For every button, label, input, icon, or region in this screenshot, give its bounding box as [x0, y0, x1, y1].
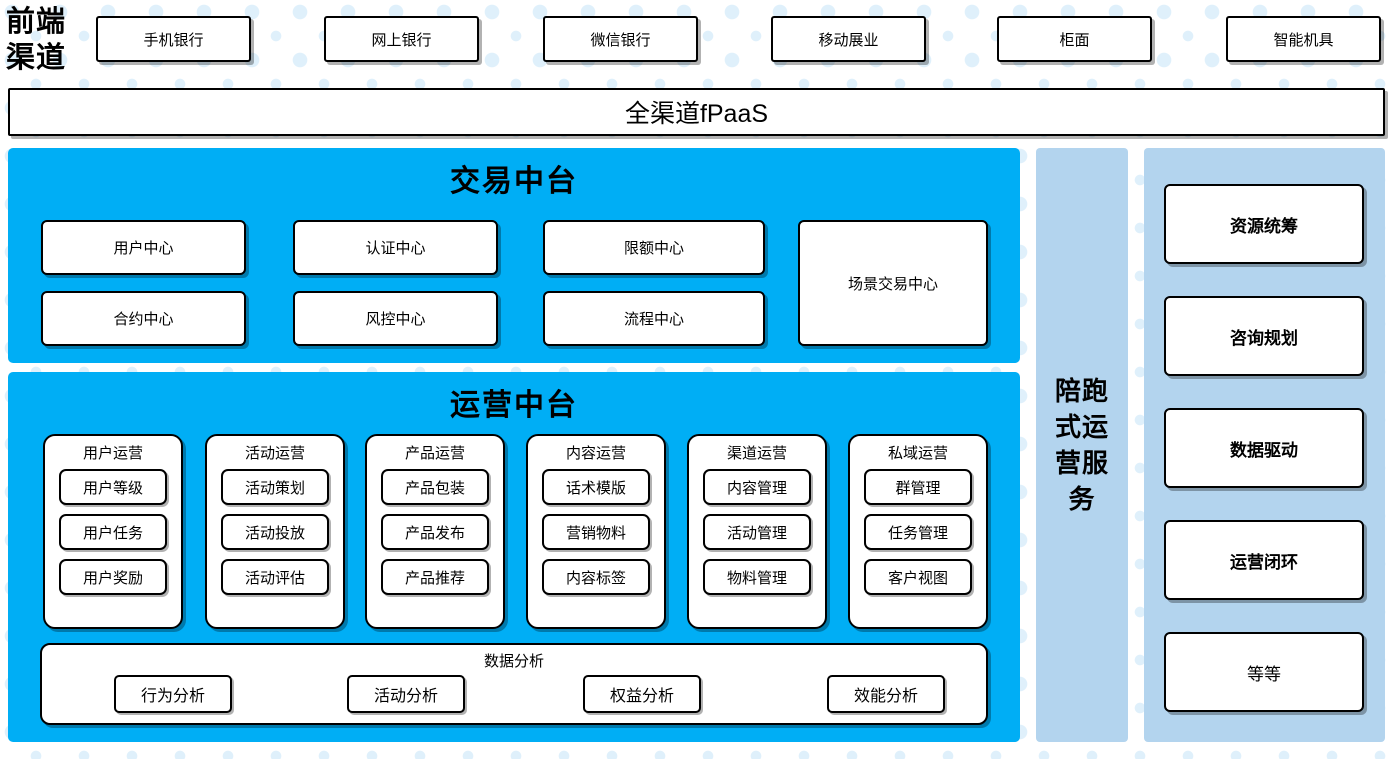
ops-item[interactable]: 用户奖励 — [59, 559, 167, 595]
data-analysis-item-behavior[interactable]: 行为分析 — [114, 675, 232, 713]
ops-item[interactable]: 活动策划 — [221, 469, 329, 505]
ops-item[interactable]: 群管理 — [864, 469, 972, 505]
data-analysis-panel: 数据分析 行为分析 活动分析 权益分析 效能分析 — [40, 643, 988, 725]
ops-item[interactable]: 活动评估 — [221, 559, 329, 595]
ops-group-title: 私域运营 — [887, 445, 948, 462]
trade-box-contract-center[interactable]: 合约中心 — [41, 291, 246, 346]
ops-item[interactable]: 物料管理 — [703, 559, 811, 595]
service-label-line-4: 务 — [1068, 484, 1096, 514]
data-analysis-item-benefit[interactable]: 权益分析 — [583, 675, 701, 713]
ops-group-campaign-operations[interactable]: 活动运营 活动策划 活动投放 活动评估 — [205, 434, 345, 629]
ops-item[interactable]: 活动管理 — [703, 514, 811, 550]
ops-group-user-operations[interactable]: 用户运营 用户等级 用户任务 用户奖励 — [43, 434, 183, 629]
service-pillars-column: 资源统筹 咨询规划 数据驱动 运营闭环 等等 — [1144, 148, 1385, 742]
pillar-consulting-planning[interactable]: 咨询规划 — [1164, 296, 1364, 376]
ops-item[interactable]: 营销物料 — [542, 514, 650, 550]
frontend-channel-row: 前端 渠道 手机银行 网上银行 微信银行 移动展业 柜面 智能机具 — [0, 0, 1393, 80]
trade-box-limit-center[interactable]: 限额中心 — [543, 220, 765, 275]
service-label-line-3: 营服 — [1054, 448, 1109, 478]
service-label-line-1: 陪跑 — [1054, 376, 1109, 406]
ops-item[interactable]: 任务管理 — [864, 514, 972, 550]
channel-box-counter[interactable]: 柜面 — [997, 16, 1152, 62]
ops-item[interactable]: 话术模版 — [542, 469, 650, 505]
ops-item[interactable]: 内容标签 — [542, 559, 650, 595]
trade-box-auth-center[interactable]: 认证中心 — [293, 220, 498, 275]
trade-middle-platform: 交易中台 用户中心 认证中心 限额中心 合约中心 风控中心 流程中心 场景交易中… — [8, 148, 1020, 363]
channel-box-wechat-bank[interactable]: 微信银行 — [543, 16, 698, 62]
accompanying-operation-service-column: 陪跑 式运 营服 务 — [1036, 148, 1128, 742]
trade-box-scenario-center[interactable]: 场景交易中心 — [798, 220, 988, 346]
ops-group-title: 渠道运营 — [726, 445, 787, 462]
trade-platform-title: 交易中台 — [450, 165, 578, 198]
data-analysis-title: 数据分析 — [483, 653, 544, 670]
channel-box-smart-machine[interactable]: 智能机具 — [1226, 16, 1381, 62]
ops-item[interactable]: 用户等级 — [59, 469, 167, 505]
ops-item[interactable]: 活动投放 — [221, 514, 329, 550]
service-label-line-2: 式运 — [1054, 412, 1109, 442]
fpaas-bar[interactable]: 全渠道fPaaS — [8, 88, 1385, 136]
channel-box-mobile-field[interactable]: 移动展业 — [771, 16, 926, 62]
ops-item[interactable]: 内容管理 — [703, 469, 811, 505]
trade-box-risk-center[interactable]: 风控中心 — [293, 291, 498, 346]
ops-item[interactable]: 产品包装 — [381, 469, 489, 505]
pillar-operation-closed-loop[interactable]: 运营闭环 — [1164, 520, 1364, 600]
ops-group-title: 内容运营 — [565, 445, 626, 462]
frontend-channel-label-line-2: 渠道 — [6, 42, 67, 74]
frontend-channel-label-line-1: 前端 — [6, 6, 67, 38]
trade-box-user-center[interactable]: 用户中心 — [41, 220, 246, 275]
ops-group-content-operations[interactable]: 内容运营 话术模版 营销物料 内容标签 — [526, 434, 666, 629]
pillar-resource-coordination[interactable]: 资源统筹 — [1164, 184, 1364, 264]
channel-box-mobile-bank[interactable]: 手机银行 — [96, 16, 251, 62]
data-analysis-item-campaign[interactable]: 活动分析 — [347, 675, 465, 713]
frontend-channel-label: 前端 渠道 — [6, 2, 84, 78]
service-column-label: 陪跑 式运 营服 务 — [1047, 373, 1117, 517]
ops-group-channel-operations[interactable]: 渠道运营 内容管理 活动管理 物料管理 — [687, 434, 827, 629]
ops-group-private-domain-operations[interactable]: 私域运营 群管理 任务管理 客户视图 — [848, 434, 988, 629]
data-analysis-item-performance[interactable]: 效能分析 — [827, 675, 945, 713]
ops-item[interactable]: 用户任务 — [59, 514, 167, 550]
ops-group-title: 用户运营 — [82, 445, 143, 462]
trade-box-process-center[interactable]: 流程中心 — [543, 291, 765, 346]
pillar-etc[interactable]: 等等 — [1164, 632, 1364, 712]
ops-platform-title: 运营中台 — [450, 389, 578, 422]
pillar-data-driven[interactable]: 数据驱动 — [1164, 408, 1364, 488]
ops-item[interactable]: 产品推荐 — [381, 559, 489, 595]
ops-group-title: 产品运营 — [404, 445, 465, 462]
ops-group-title: 活动运营 — [244, 445, 305, 462]
operations-middle-platform: 运营中台 用户运营 用户等级 用户任务 用户奖励 活动运营 活动策划 活动投放 … — [8, 372, 1020, 742]
ops-group-product-operations[interactable]: 产品运营 产品包装 产品发布 产品推荐 — [365, 434, 505, 629]
ops-item[interactable]: 产品发布 — [381, 514, 489, 550]
channel-box-online-bank[interactable]: 网上银行 — [324, 16, 479, 62]
ops-item[interactable]: 客户视图 — [864, 559, 972, 595]
